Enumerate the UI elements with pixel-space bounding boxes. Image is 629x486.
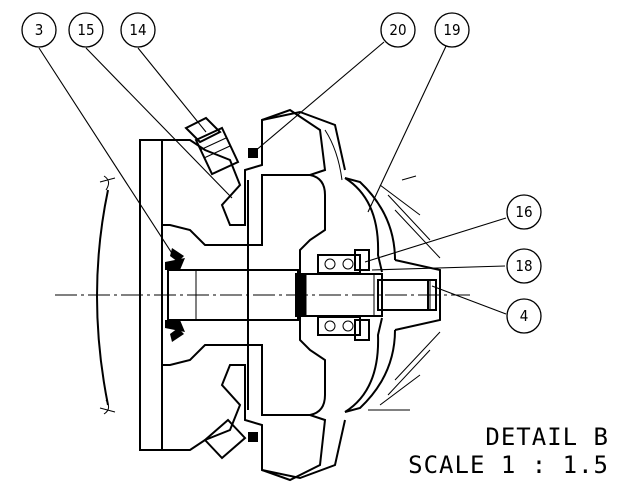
balloon-label: 18 (515, 257, 532, 275)
balloon-4: 4 (506, 298, 542, 334)
lower-housing (161, 344, 346, 482)
leader-lines (38, 41, 507, 315)
balloon-3: 3 (21, 12, 57, 48)
upper-housing (161, 108, 346, 246)
seals (165, 148, 258, 442)
bolt-lower (203, 418, 247, 460)
balloon-14: 14 (120, 12, 156, 48)
balloon-label: 14 (129, 21, 146, 39)
balloon-label: 16 (515, 203, 532, 221)
bolt-upper (184, 116, 240, 176)
balloon-label: 20 (389, 21, 406, 39)
balloon-19: 19 (434, 12, 470, 48)
detail-scale: SCALE 1 : 1.5 (408, 451, 609, 479)
balloon-16: 16 (506, 194, 542, 230)
balloon-label: 19 (443, 21, 460, 39)
shaft (167, 269, 437, 321)
balloon-18: 18 (506, 248, 542, 284)
balloon-15: 15 (68, 12, 104, 48)
detail-title: DETAIL B (485, 423, 609, 451)
balloon-label: 4 (520, 307, 529, 325)
balloon-label: 15 (77, 21, 94, 39)
bearing-assembly (317, 249, 370, 341)
housing-wall (139, 139, 163, 451)
impeller (344, 175, 441, 413)
balloon-20: 20 (380, 12, 416, 48)
outer-frame (96, 175, 116, 415)
balloon-label: 3 (35, 21, 44, 39)
